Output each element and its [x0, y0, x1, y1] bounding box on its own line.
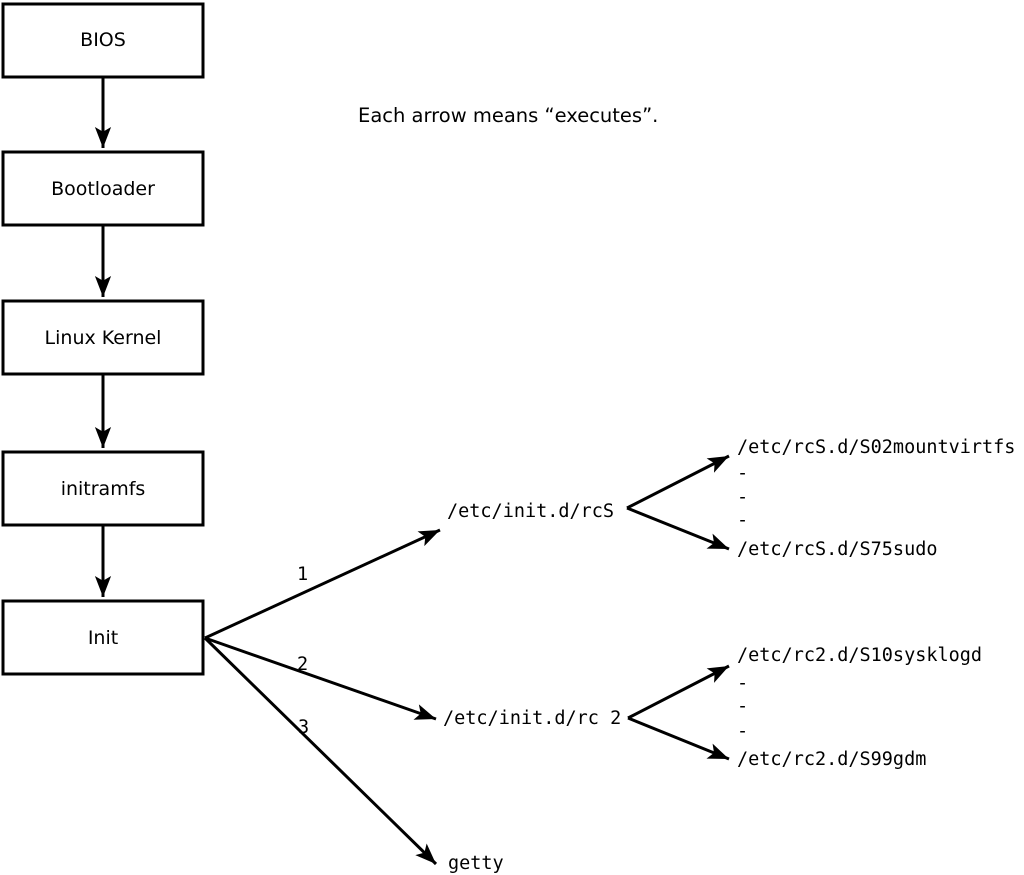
rc2-child-dash-3: - [737, 721, 748, 742]
bios-box [1, 2, 205, 79]
arrow-init-to-rcs-icon [204, 528, 441, 640]
bios-label: BIOS [80, 29, 126, 51]
init-box [1, 599, 205, 676]
legend-note: Each arrow means “executes”. [358, 104, 658, 127]
init-branches: 1 2 3 /etc/init.d/rcS /etc/init.d/rc 2 g… [203, 501, 621, 874]
branch-number-2: 2 [297, 654, 308, 675]
arrow-init-to-rc2-icon [204, 636, 437, 721]
rcs-child-dash-1: - [737, 463, 748, 484]
flow-boxes: BIOS Bootloader Linux Kernel initramfs I… [1, 2, 205, 676]
linux-kernel-box [1, 299, 205, 376]
rc2-child-dash-2: - [737, 696, 748, 717]
branch-number-3: 3 [298, 717, 309, 738]
rc2-child-last: /etc/rc2.d/S99gdm [737, 749, 926, 770]
rcs-child-first: /etc/rcS.d/S02mountvirtfs [737, 437, 1015, 458]
rcs-fork: /etc/rcS.d/S02mountvirtfs - - - /etc/rcS… [626, 437, 1015, 560]
arrow-rc2-to-first-icon [627, 664, 730, 720]
arrow-rcs-to-first-icon [626, 454, 730, 510]
rcs-child-dash-3: - [737, 510, 748, 531]
bootloader-box [1, 150, 205, 227]
rc2-fork: /etc/rc2.d/S10sysklogd - - - /etc/rc2.d/… [627, 645, 982, 770]
initramfs-label: initramfs [61, 478, 146, 500]
arrow-rc2-to-last-icon [627, 716, 730, 761]
branch-number-1: 1 [297, 564, 308, 585]
rcs-child-last: /etc/rcS.d/S75sudo [737, 539, 937, 560]
branch-target-getty: getty [448, 853, 504, 874]
bootloader-label: Bootloader [51, 178, 155, 200]
initramfs-box [1, 450, 205, 527]
rc2-child-first: /etc/rc2.d/S10sysklogd [737, 645, 982, 666]
arrow-rcs-to-last-icon [626, 506, 730, 551]
rc2-child-dash-1: - [737, 673, 748, 694]
branch-target-rc2: /etc/init.d/rc 2 [443, 708, 621, 729]
linux-kernel-label: Linux Kernel [45, 327, 162, 349]
rcs-child-dash-2: - [737, 487, 748, 508]
branch-target-rcs: /etc/init.d/rcS [447, 501, 614, 522]
init-label: Init [88, 627, 118, 649]
arrow-init-to-getty-icon [203, 636, 438, 866]
